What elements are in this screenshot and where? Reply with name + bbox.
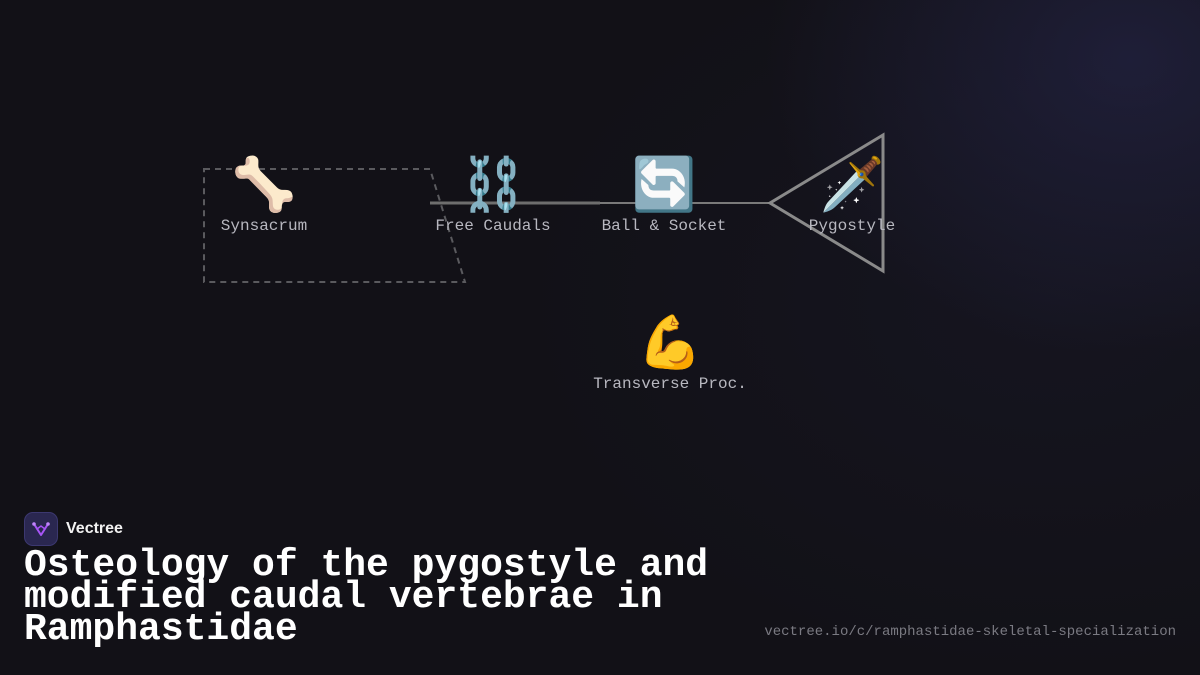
source-url: vectree.io/c/ramphastidae-skeletal-speci… [764, 624, 1176, 640]
rotate-arrows-icon: 🔄 [631, 155, 697, 215]
flexed-bicep-icon: 💪 [637, 313, 703, 373]
node-label: Free Caudals [435, 217, 551, 235]
page-title: Osteology of the pygostyle and modified … [24, 544, 709, 651]
node-synsacrum: 🦴 Synsacrum [174, 155, 354, 235]
node-ball-socket: 🔄 Ball & Socket [574, 155, 754, 235]
node-label: Synsacrum [220, 217, 308, 235]
node-label: Transverse Proc. [593, 375, 747, 393]
node-transverse-process: 💪 Transverse Proc. [580, 313, 760, 393]
node-free-caudals: ⛓️ Free Caudals [403, 155, 583, 235]
brand-name: Vectree [66, 520, 123, 537]
synsacrum-dashed-outline [203, 168, 467, 283]
brand: Vectree [24, 512, 123, 546]
bone-icon: 🦴 [231, 155, 297, 215]
pygostyle-triangle [767, 132, 885, 274]
dagger-icon: 🗡️ [819, 155, 885, 215]
node-label: Ball & Socket [601, 217, 727, 235]
node-label: Pygostyle [808, 217, 896, 235]
vectree-logo-icon [24, 512, 58, 546]
chain-icon: ⛓️ [460, 155, 526, 215]
node-pygostyle: 🗡️ Pygostyle [762, 155, 942, 235]
